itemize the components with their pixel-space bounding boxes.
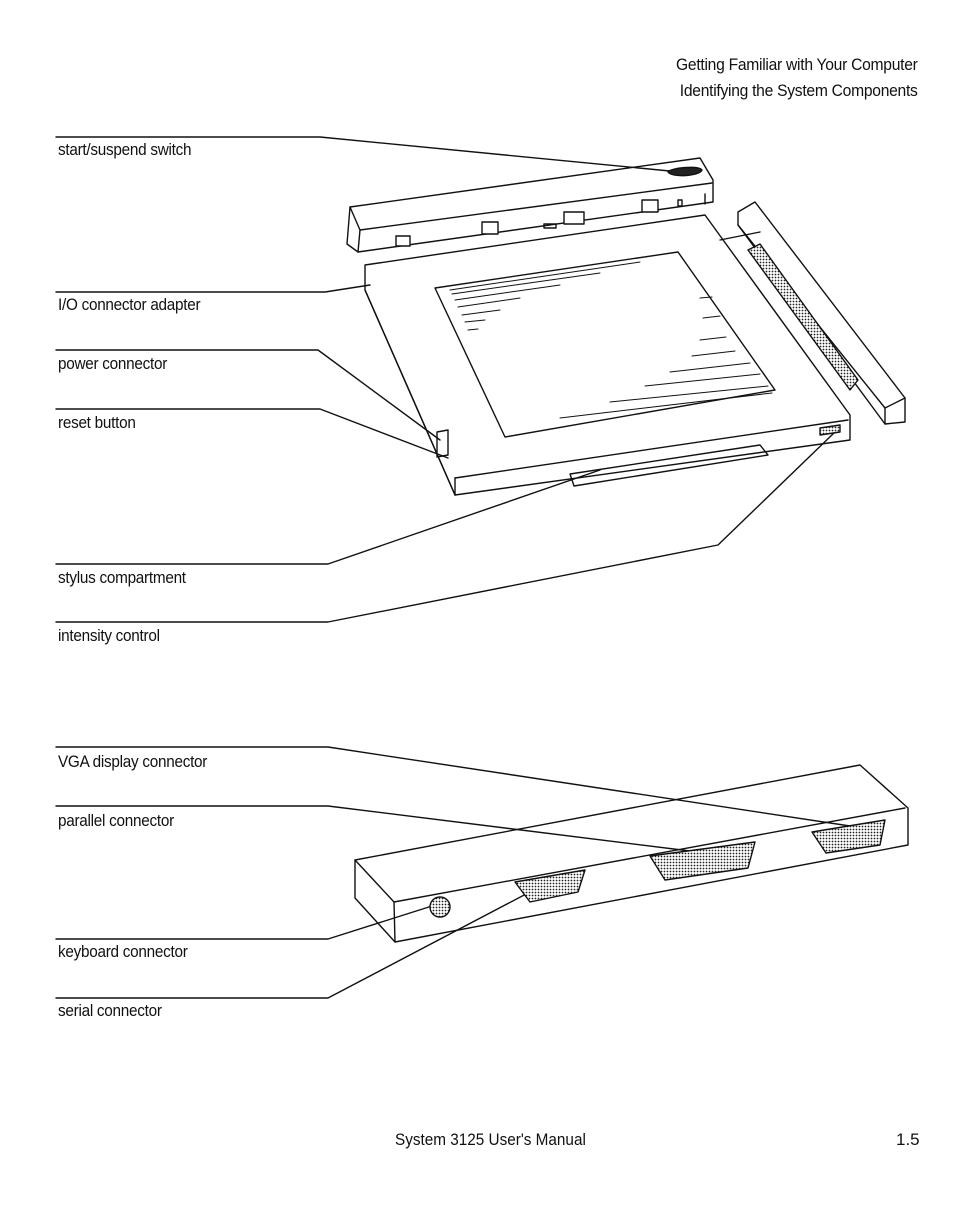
label-intensity-control: intensity control (58, 626, 160, 646)
label-serial-connector: serial connector (58, 1001, 162, 1021)
label-keyboard-connector: keyboard connector (58, 942, 188, 962)
page-number: 1.5 (896, 1130, 920, 1150)
label-vga-display-connector: VGA display connector (58, 752, 207, 772)
label-reset-button: reset button (58, 413, 136, 433)
label-power-connector: power connector (58, 354, 167, 374)
label-parallel-connector: parallel connector (58, 811, 174, 831)
label-start-suspend-switch: start/suspend switch (58, 140, 191, 160)
tablet-body-drawing (365, 215, 850, 495)
connector-bar-drawing (355, 765, 908, 942)
side-panel-drawing (720, 202, 905, 424)
io-adapter-drawing (347, 158, 713, 252)
label-io-connector-adapter: I/O connector adapter (58, 295, 200, 315)
label-stylus-compartment: stylus compartment (58, 568, 186, 588)
footer-manual-title: System 3125 User's Manual (395, 1130, 586, 1150)
leader-lines-top (56, 137, 835, 622)
